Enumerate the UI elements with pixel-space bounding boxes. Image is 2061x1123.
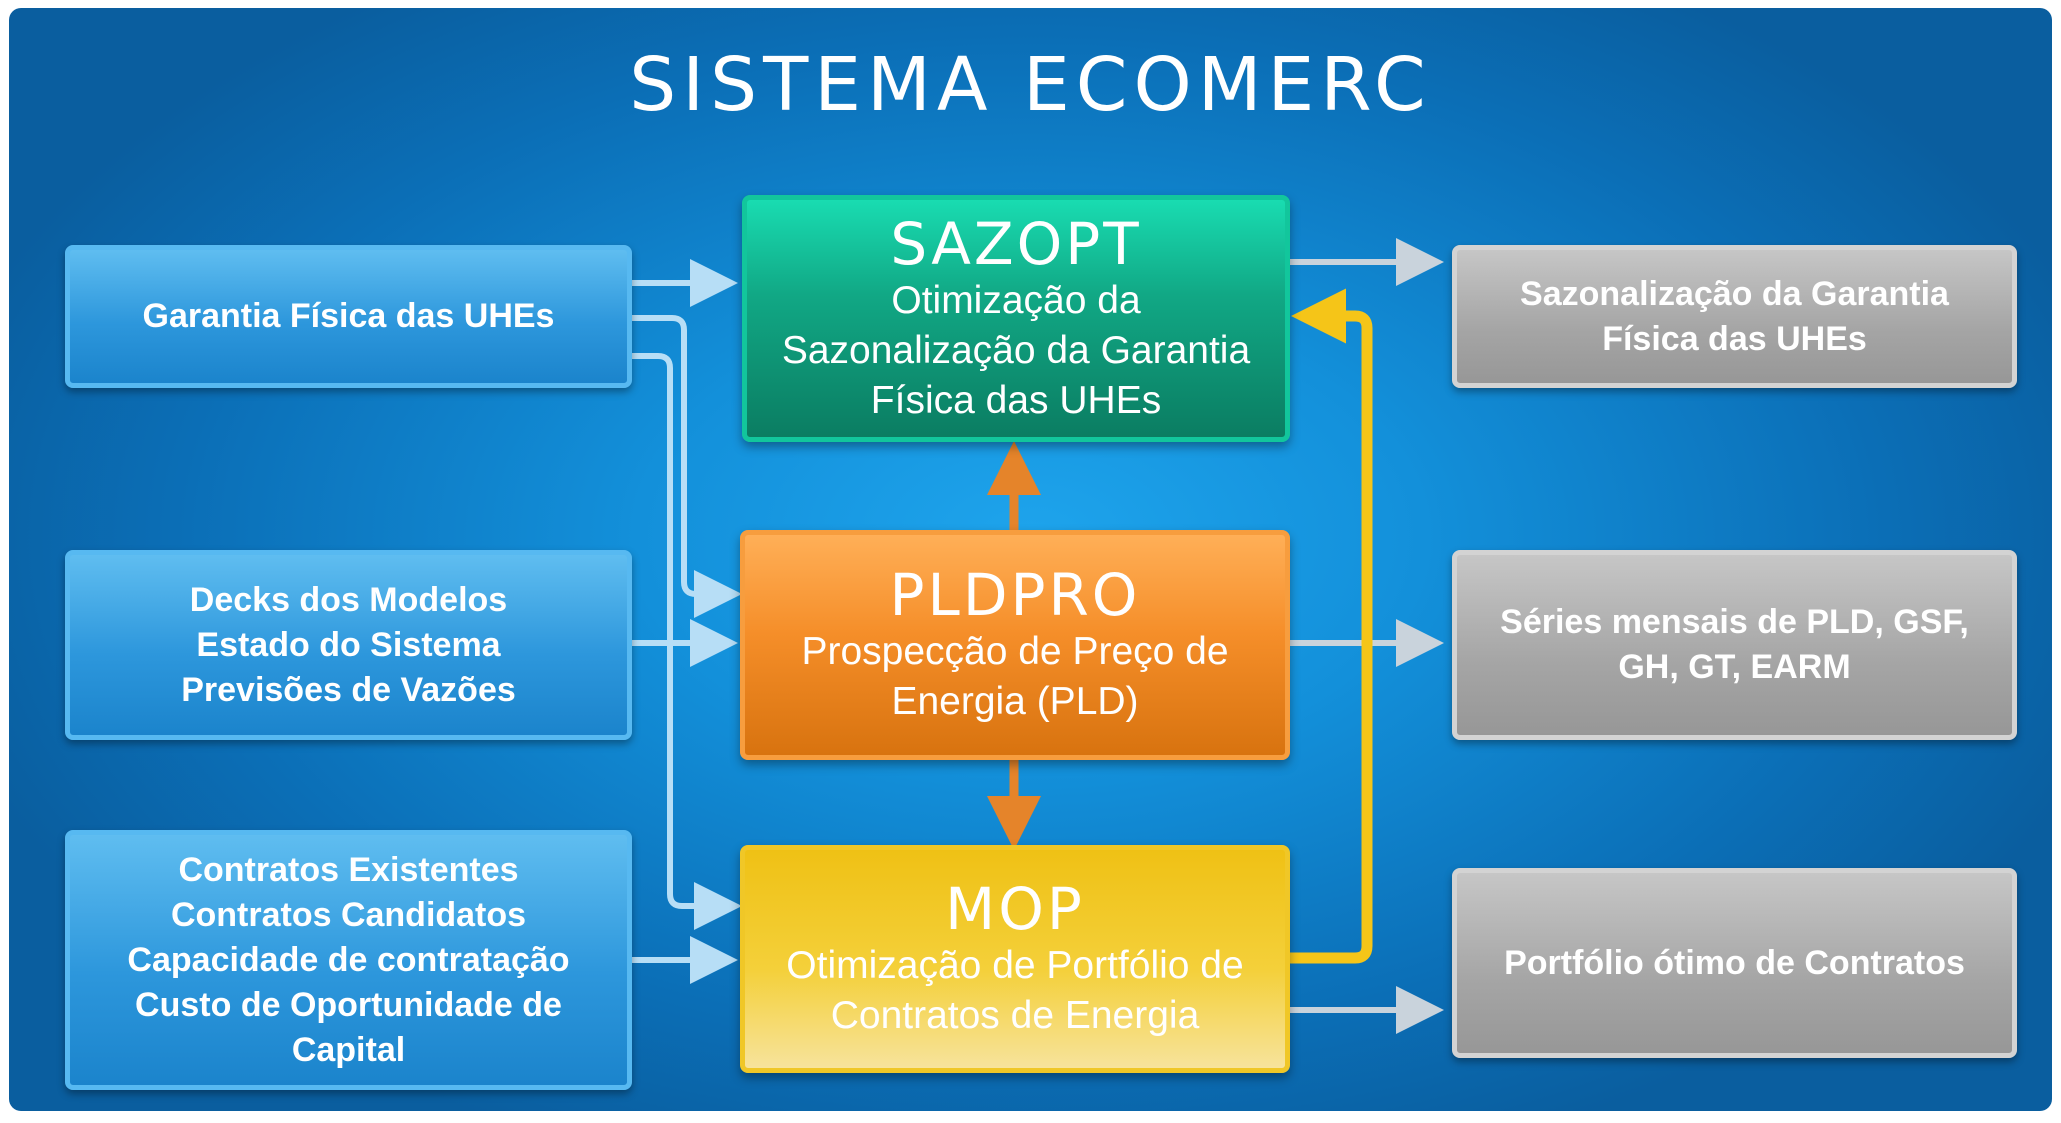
output-line: GH, GT, EARM <box>1618 648 1851 686</box>
module-sazopt: SAZOPT Otimização da Sazonalização da Ga… <box>742 195 1290 442</box>
arrow-garantia-to-mop <box>632 353 742 930</box>
input-garantia-fisica: Garantia Física das UHEs <box>65 245 632 388</box>
input-line: Contratos Existentes <box>178 850 519 889</box>
input-line: Custo de Oportunidade de <box>135 985 562 1024</box>
input-line: Garantia Física das UHEs <box>142 297 555 335</box>
input-contratos: Contratos Existentes Contratos Candidato… <box>65 830 632 1090</box>
input-line: Estado do Sistema <box>196 625 501 664</box>
module-description: Prospecção de Preço de <box>801 630 1229 673</box>
module-description: Otimização de Portfólio de <box>786 944 1244 987</box>
module-name: PLDPRO <box>889 561 1141 629</box>
input-line: Capacidade de contratação <box>127 940 570 979</box>
output-line: Sazonalização da Garantia <box>1520 274 1949 313</box>
module-description: Otimização da <box>891 278 1141 322</box>
output-line: Física das UHEs <box>1602 319 1867 358</box>
module-description: Energia (PLD) <box>891 680 1139 723</box>
module-description: Física das UHEs <box>870 378 1162 422</box>
output-line: Séries mensais de PLD, GSF, <box>1500 603 1969 641</box>
module-pldpro: PLDPRO Prospecção de Preço de Energia (P… <box>740 530 1290 760</box>
output-portfolio: Portfólio ótimo de Contratos <box>1452 868 2017 1058</box>
input-decks-modelos: Decks dos Modelos Estado do Sistema Prev… <box>65 550 632 740</box>
output-line: Portfólio ótimo de Contratos <box>1504 943 1965 982</box>
module-description: Sazonalização da Garantia <box>781 328 1251 372</box>
module-name: SAZOPT <box>890 209 1142 278</box>
module-mop: MOP Otimização de Portfólio de Contratos… <box>740 845 1290 1073</box>
arrow-garantia-to-pldpro <box>632 315 742 618</box>
page-title: SISTEMA ECOMERC <box>629 42 1432 128</box>
output-series-mensais: Séries mensais de PLD, GSF, GH, GT, EARM <box>1452 550 2017 740</box>
module-description: Contratos de Energia <box>830 994 1200 1037</box>
module-name: MOP <box>945 875 1085 943</box>
arrow-mop-to-sazopt-feedback <box>1290 288 1373 964</box>
input-line: Decks dos Modelos <box>189 580 508 619</box>
input-line: Previsões de Vazões <box>181 670 516 709</box>
input-line: Capital <box>291 1030 406 1069</box>
output-sazonalizacao: Sazonalização da Garantia Física das UHE… <box>1452 245 2017 388</box>
input-line: Contratos Candidatos <box>170 895 527 934</box>
